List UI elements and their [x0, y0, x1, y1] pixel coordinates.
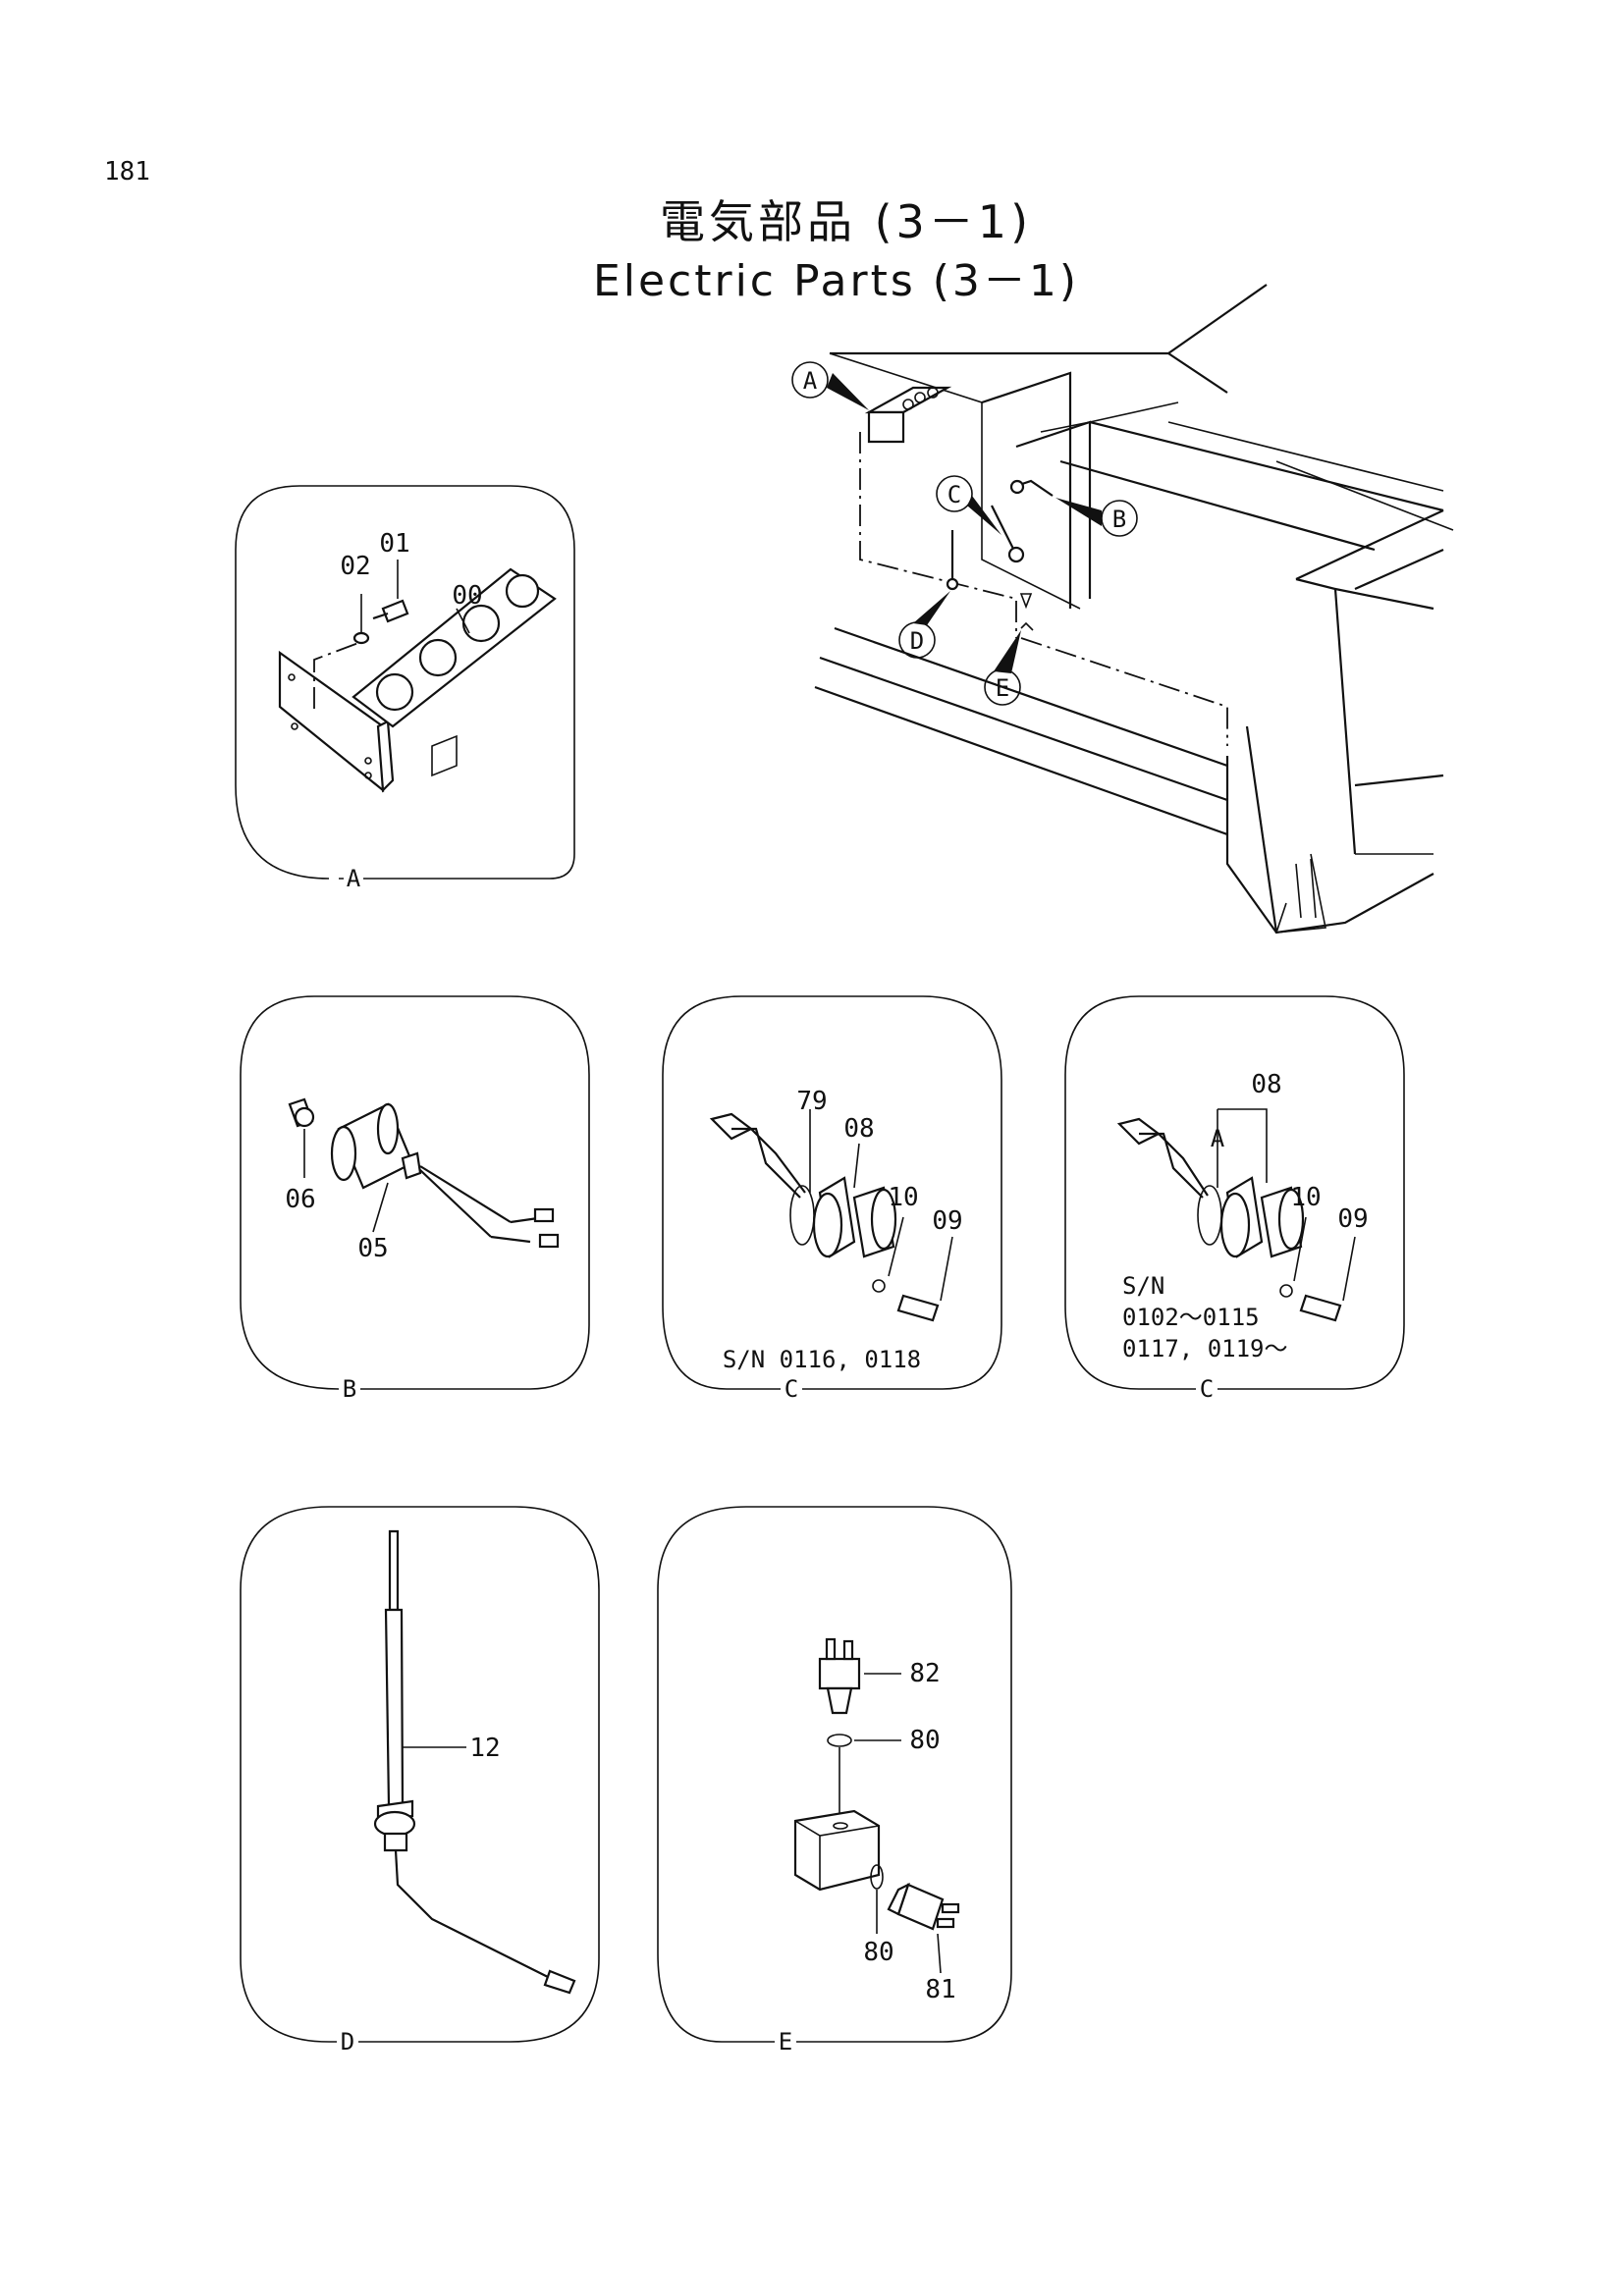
- part-label-09: 09: [932, 1206, 962, 1236]
- serial-line-3: 0117, 0119～: [1122, 1335, 1288, 1362]
- part-label-80-bottom: 80: [863, 1938, 893, 1967]
- detail-c-left-caption: C: [784, 1375, 798, 1403]
- callout-d: D: [898, 591, 950, 659]
- svg-text:D: D: [910, 627, 924, 655]
- detail-b-caption: B: [343, 1375, 356, 1403]
- detail-d-caption: D: [341, 2028, 354, 2056]
- detail-a-caption: A: [347, 865, 361, 892]
- detail-panel-b: B 06 05: [240, 995, 590, 1403]
- callout-e: E: [984, 630, 1021, 706]
- part-label-10: 10: [888, 1183, 918, 1212]
- callout-a: A: [791, 361, 869, 410]
- part-label-08-right: 08: [1251, 1070, 1281, 1099]
- detail-panel-d: D 12: [240, 1506, 600, 2056]
- detail-panel-c-left: C 79 08 10 09 S/N 0116, 0118: [662, 995, 1002, 1403]
- serial-note-c-left: S/N 0116, 0118: [723, 1346, 921, 1373]
- part-label-06: 06: [285, 1185, 315, 1214]
- part-label-05: 05: [357, 1234, 388, 1263]
- callout-b: B: [1055, 498, 1138, 537]
- part-label-02: 02: [340, 552, 370, 581]
- part-label-01: 01: [379, 529, 409, 559]
- ring-label-a: A: [1211, 1125, 1225, 1152]
- part-label-00: 00: [452, 581, 482, 611]
- callout-c: C: [936, 475, 1001, 535]
- page-number: 181: [104, 157, 150, 187]
- detail-panel-e: E 82 80 80 81: [657, 1506, 1012, 2056]
- part-label-82: 82: [909, 1659, 940, 1688]
- svg-text:E: E: [996, 674, 1009, 702]
- overview-illustration: A B C D E: [791, 284, 1454, 934]
- serial-line-1: S/N: [1122, 1272, 1164, 1300]
- svg-text:B: B: [1112, 506, 1126, 533]
- svg-text:A: A: [803, 367, 818, 395]
- detail-e-caption: E: [779, 2028, 792, 2056]
- part-label-08: 08: [843, 1114, 874, 1144]
- serial-line-2: 0102～0115: [1122, 1304, 1260, 1331]
- part-label-81: 81: [925, 1975, 955, 2004]
- detail-panel-c-right: C 08 A 10 09 S/N 0102～0115 0117, 0119～: [1064, 995, 1405, 1403]
- part-label-09-right: 09: [1337, 1204, 1368, 1234]
- title-english: Electric Parts (3－1): [592, 256, 1080, 306]
- part-label-12: 12: [469, 1734, 500, 1763]
- part-label-10-right: 10: [1290, 1183, 1321, 1212]
- part-label-79: 79: [796, 1087, 827, 1116]
- detail-c-right-caption: C: [1200, 1375, 1214, 1403]
- svg-text:C: C: [947, 481, 961, 508]
- detail-panel-a: A A 02 01 00: [235, 485, 575, 894]
- title-japanese: 電気部品 (3－1): [659, 195, 1033, 248]
- part-label-80-top: 80: [909, 1726, 940, 1755]
